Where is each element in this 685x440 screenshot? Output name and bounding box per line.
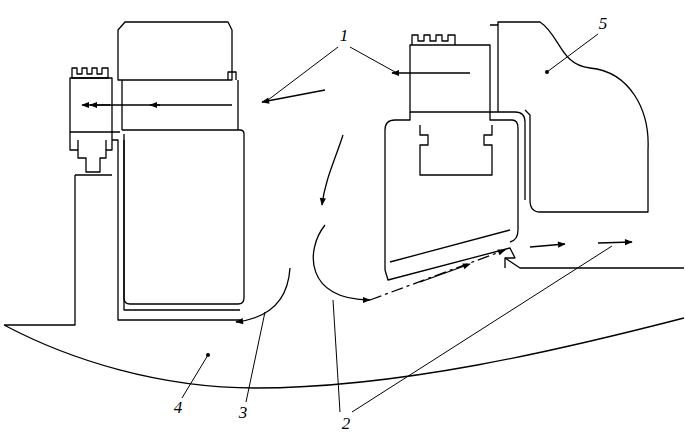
left-blade-part — [78, 140, 106, 150]
rotor-body-part — [505, 258, 684, 268]
left-blade-part — [70, 78, 112, 132]
left-blade-part — [112, 132, 240, 320]
cooling-flow-arrows-part — [370, 250, 505, 300]
leader-lines-part — [182, 355, 208, 398]
cooling-flow-arrows — [236, 135, 632, 322]
stator-casing — [498, 22, 648, 212]
gas-flow-arrows-part — [262, 90, 325, 102]
leader-lines-part — [350, 47, 395, 72]
left-blade-part — [124, 140, 240, 310]
leader-lines-part — [246, 312, 265, 402]
leader-lines — [182, 34, 612, 412]
right-blade-part — [412, 35, 455, 45]
right-blade-part — [490, 25, 498, 112]
point-dots — [206, 70, 549, 357]
right-blade-part — [498, 112, 525, 200]
right-blade-part — [420, 125, 492, 175]
nozzle-vane — [118, 22, 244, 304]
cooling-flow-arrows-part — [322, 135, 343, 205]
point-dots-part — [545, 70, 549, 74]
nozzle-vane-part — [122, 130, 244, 304]
callout-number: 3 — [237, 404, 250, 422]
callout-number: 4 — [172, 399, 185, 417]
gas-flow-arrows — [82, 73, 470, 105]
left-blade — [70, 68, 240, 320]
gas-flow-arrows-part — [82, 104, 110, 105]
nozzle-vane-part — [228, 72, 236, 80]
leader-lines-part — [268, 47, 338, 100]
left-blade-part — [72, 68, 108, 78]
leader-lines-part — [352, 246, 612, 412]
gas-flow-arrows-part — [150, 104, 232, 105]
point-dots-part — [206, 353, 210, 357]
callout-number: 5 — [597, 15, 610, 33]
cooling-flow-arrows-part — [598, 242, 632, 243]
leader-lines-part — [547, 34, 598, 72]
nozzle-vane-part — [118, 22, 232, 80]
cooling-flow-arrows-part — [420, 264, 470, 282]
gas-flow-arrows-part — [392, 72, 470, 73]
right-blade-part — [390, 230, 510, 262]
leader-lines-part — [333, 300, 340, 412]
rotor-body-part — [4, 175, 684, 388]
right-blade — [385, 25, 525, 280]
stator-casing-part — [498, 22, 648, 212]
callout-number: 1 — [338, 27, 351, 45]
right-blade-part — [505, 120, 518, 242]
left-blade-part — [70, 132, 112, 172]
cooling-flow-arrows-part — [236, 268, 290, 322]
rotor-body — [4, 175, 684, 388]
left-blade-part — [75, 174, 112, 175]
right-blade-part — [385, 112, 505, 270]
right-blade-part — [385, 248, 515, 280]
cooling-flow-arrows-part — [530, 244, 565, 247]
callout-number: 2 — [340, 415, 353, 433]
right-blade-part — [410, 45, 490, 112]
cooling-flow-arrows-part — [313, 225, 370, 300]
